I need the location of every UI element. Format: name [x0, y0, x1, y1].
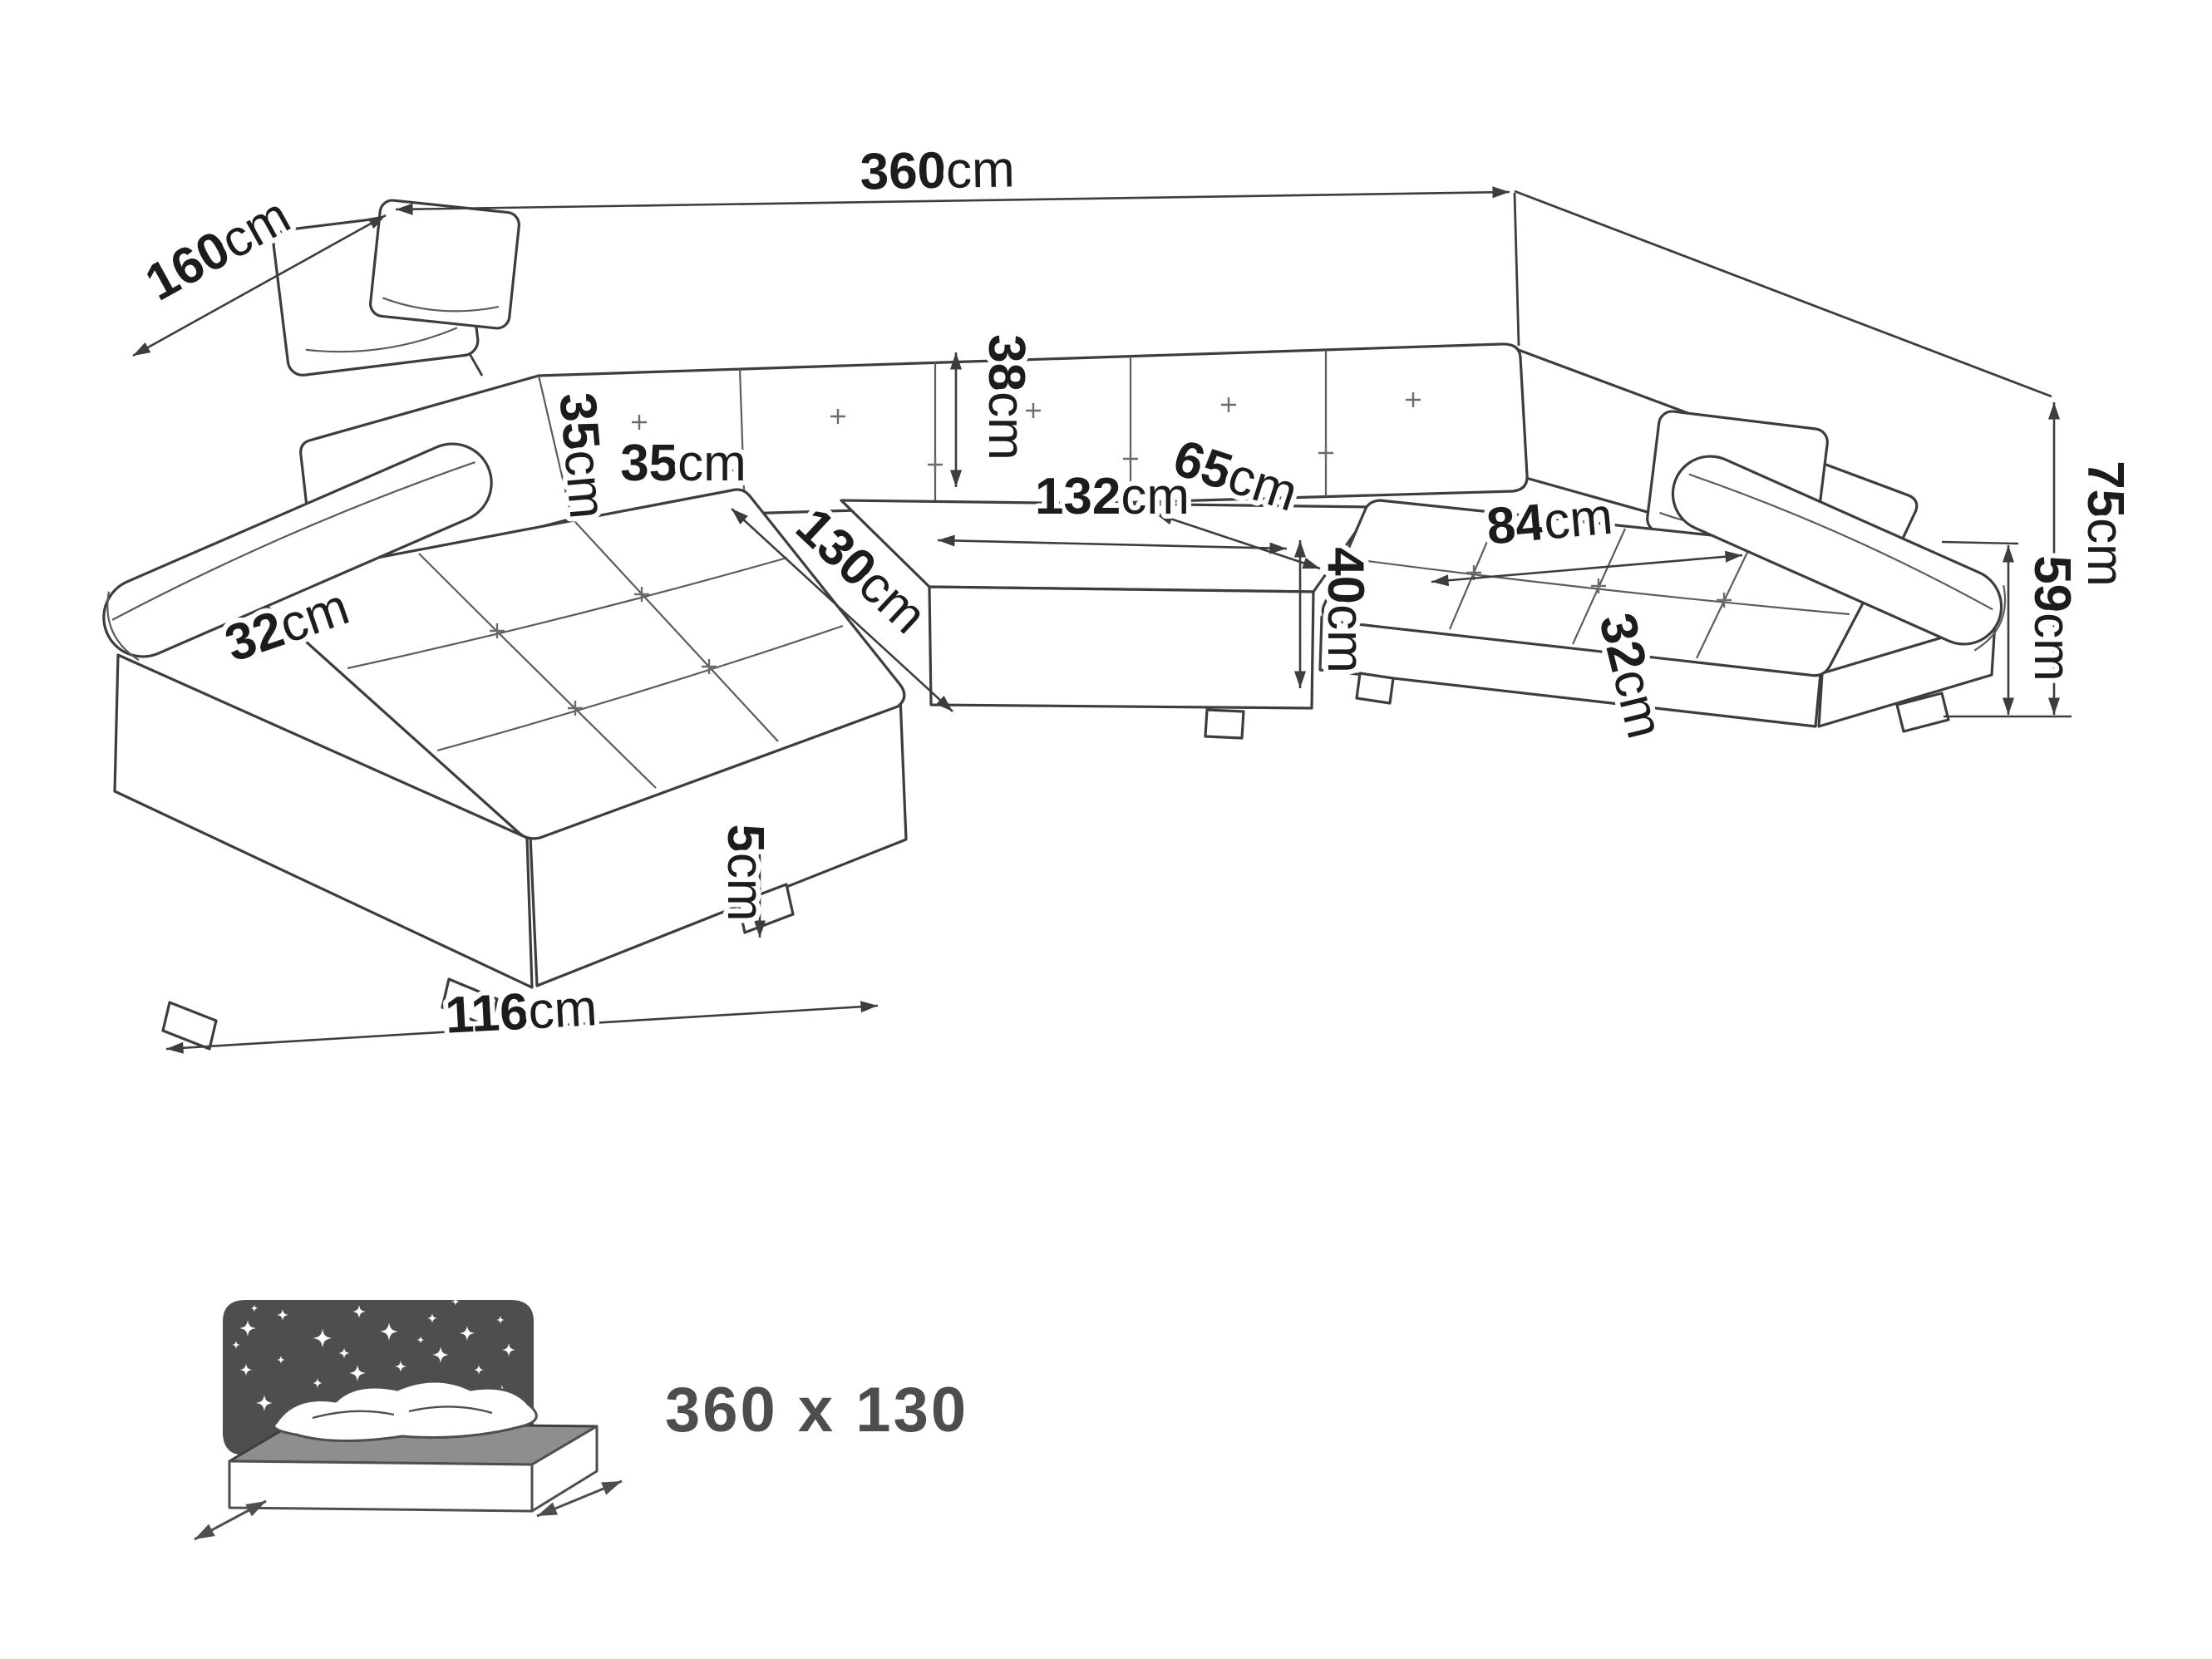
- left-armrest: [102, 442, 493, 662]
- dim-label-pillow-b: 35cm: [620, 435, 746, 492]
- right-base-side-face: [1817, 620, 1997, 728]
- dimension-back-height: 75cm: [1944, 401, 2139, 718]
- dimension-seat-height: 40cm: [1293, 539, 1379, 689]
- dim-label-pillow-a: 35cm: [548, 391, 616, 521]
- left-seat-tufting-marks: [490, 587, 717, 716]
- dim-label-chaise-front-width-left: 116cm: [444, 979, 599, 1044]
- middle-seat-front-face: [928, 585, 1315, 710]
- right-wall-edge: [1514, 190, 2052, 398]
- left-pillow-front: [369, 199, 520, 330]
- dimension-total-width: 360cm: [395, 135, 1510, 215]
- dim-label-seat-height: 40cm: [1317, 547, 1374, 673]
- dimension-leg-height: 5cm: [712, 819, 779, 938]
- duvet: [273, 1380, 538, 1442]
- sofa-foot: [1204, 708, 1245, 740]
- dim-line-chaise-width-right: [1431, 550, 1743, 587]
- sofa-foot: [1355, 672, 1395, 705]
- dimension-armrest-height: 59cm: [1941, 540, 2086, 716]
- duvet-folds: [312, 1405, 493, 1420]
- dim-label-total-width: 360cm: [860, 140, 1015, 200]
- dimension-pillow-a: 35cm: [543, 386, 621, 526]
- back-cushion-seams: [537, 350, 1328, 519]
- dimension-chaise-width-right: 84cm: [1431, 483, 1743, 587]
- dim-label-leg-height: 5cm: [717, 824, 774, 921]
- dim-label-chaise-width-right: 84cm: [1485, 488, 1615, 556]
- dim-line-middle-seat-width: [937, 534, 1288, 554]
- dimension-chaise-front-width-left: 116cm: [165, 974, 879, 1054]
- dim-tick: [1941, 540, 2019, 545]
- fold-out-arrow-left: [194, 1499, 267, 1541]
- dim-label-back-cushion-height: 38cm: [978, 334, 1035, 460]
- back-tufting-marks: [632, 392, 1421, 478]
- dim-line-total-width: [395, 186, 1510, 215]
- right-chaise-base: [1318, 615, 1997, 733]
- sofa-foot: [161, 1001, 218, 1051]
- sleeping-area-size-label: 360 x 130: [665, 1375, 968, 1445]
- dim-line-chaise-front-width-left: [165, 1001, 879, 1054]
- right-corner-edge: [1513, 192, 1520, 347]
- dimension-middle-seat-width: 132cm: [937, 463, 1288, 554]
- bed-with-stars-icon: [194, 1297, 623, 1541]
- sofa-drawing: [102, 199, 2007, 1051]
- sofa-foot: [1895, 692, 1950, 733]
- sleeping-function: 360 x 130: [194, 1297, 968, 1541]
- dim-label-armrest-height: 59cm: [2023, 555, 2081, 682]
- left-base-side-face: [113, 653, 534, 989]
- mattress-front-face: [228, 1460, 534, 1513]
- dim-label-middle-seat-width: 132cm: [1035, 468, 1190, 525]
- back-cushions: [299, 342, 1529, 584]
- dim-line-chaise-length-left: [731, 508, 953, 712]
- dimension-back-cushion-height: 38cm: [949, 329, 1040, 488]
- dim-label-total-depth: 160cm: [136, 187, 299, 313]
- dim-line-total-depth: [132, 214, 387, 357]
- fold-out-arrow-right: [536, 1479, 623, 1518]
- dimension-pillow-b: 35cm: [615, 430, 751, 497]
- dim-label-back-height: 75cm: [2077, 460, 2134, 587]
